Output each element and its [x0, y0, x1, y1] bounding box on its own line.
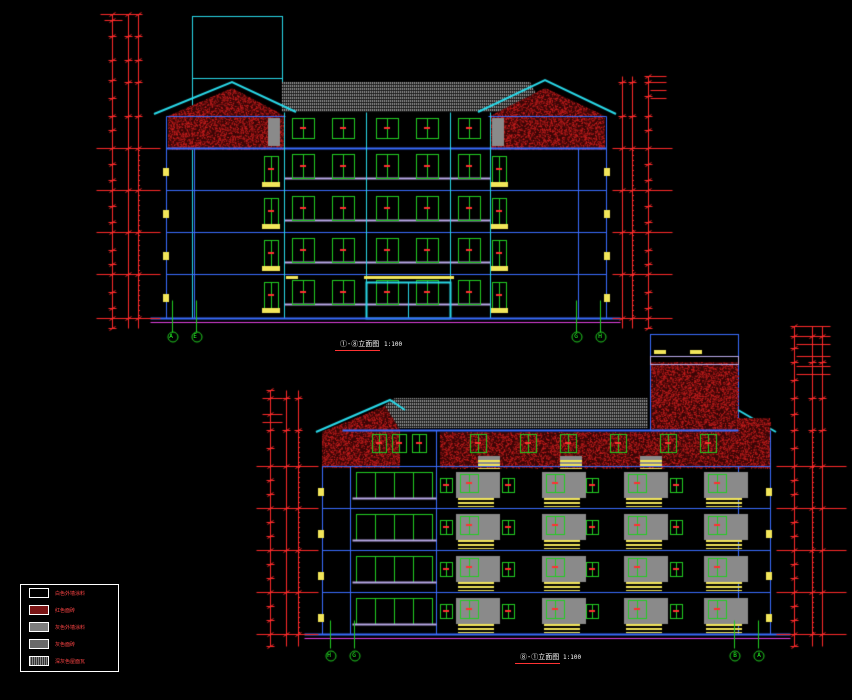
legend-swatch-outline	[29, 588, 49, 598]
legend-label: 白色外墙涂料	[55, 590, 86, 597]
legend-label: 红色面砖	[55, 607, 76, 614]
axis-tag-a-1: A	[169, 333, 173, 340]
axis-tag-g-2: G	[352, 652, 356, 659]
drawing-1-title-underline	[335, 350, 380, 351]
legend-label: 深灰色屋面瓦	[55, 658, 86, 665]
legend-item: 灰色面砖	[21, 637, 75, 651]
axis-tag-h-2: H	[327, 652, 331, 659]
axis-tag-h-1: H	[598, 333, 602, 340]
axis-tag-g-1: G	[574, 333, 578, 340]
legend-item: 灰色外墙涂料	[21, 620, 85, 634]
legend-label: 灰色外墙涂料	[55, 624, 86, 631]
material-legend	[20, 584, 119, 672]
drawing-1-title: ①-⑧立面图	[340, 340, 380, 348]
legend-item: 白色外墙涂料	[21, 586, 85, 600]
legend-swatch-roof-tile	[29, 656, 49, 666]
drawing-2-scale: 1:100	[563, 654, 582, 661]
legend-item: 红色面砖	[21, 603, 75, 617]
axis-tag-b-2: B	[733, 652, 737, 659]
legend-swatch-grey-tile	[29, 639, 49, 649]
legend-label: 灰色面砖	[55, 641, 76, 648]
drawing-1-scale: 1:100	[384, 341, 403, 348]
axis-tag-a-2: A	[757, 652, 761, 659]
legend-item: 深灰色屋面瓦	[21, 654, 85, 668]
legend-swatch-grey	[29, 622, 49, 632]
axis-tag-e-1: E	[193, 333, 197, 340]
legend-swatch-brick	[29, 605, 49, 615]
drawing-2-title: ⑧-①立面图	[520, 653, 560, 661]
drawing-2-title-underline	[515, 663, 560, 664]
